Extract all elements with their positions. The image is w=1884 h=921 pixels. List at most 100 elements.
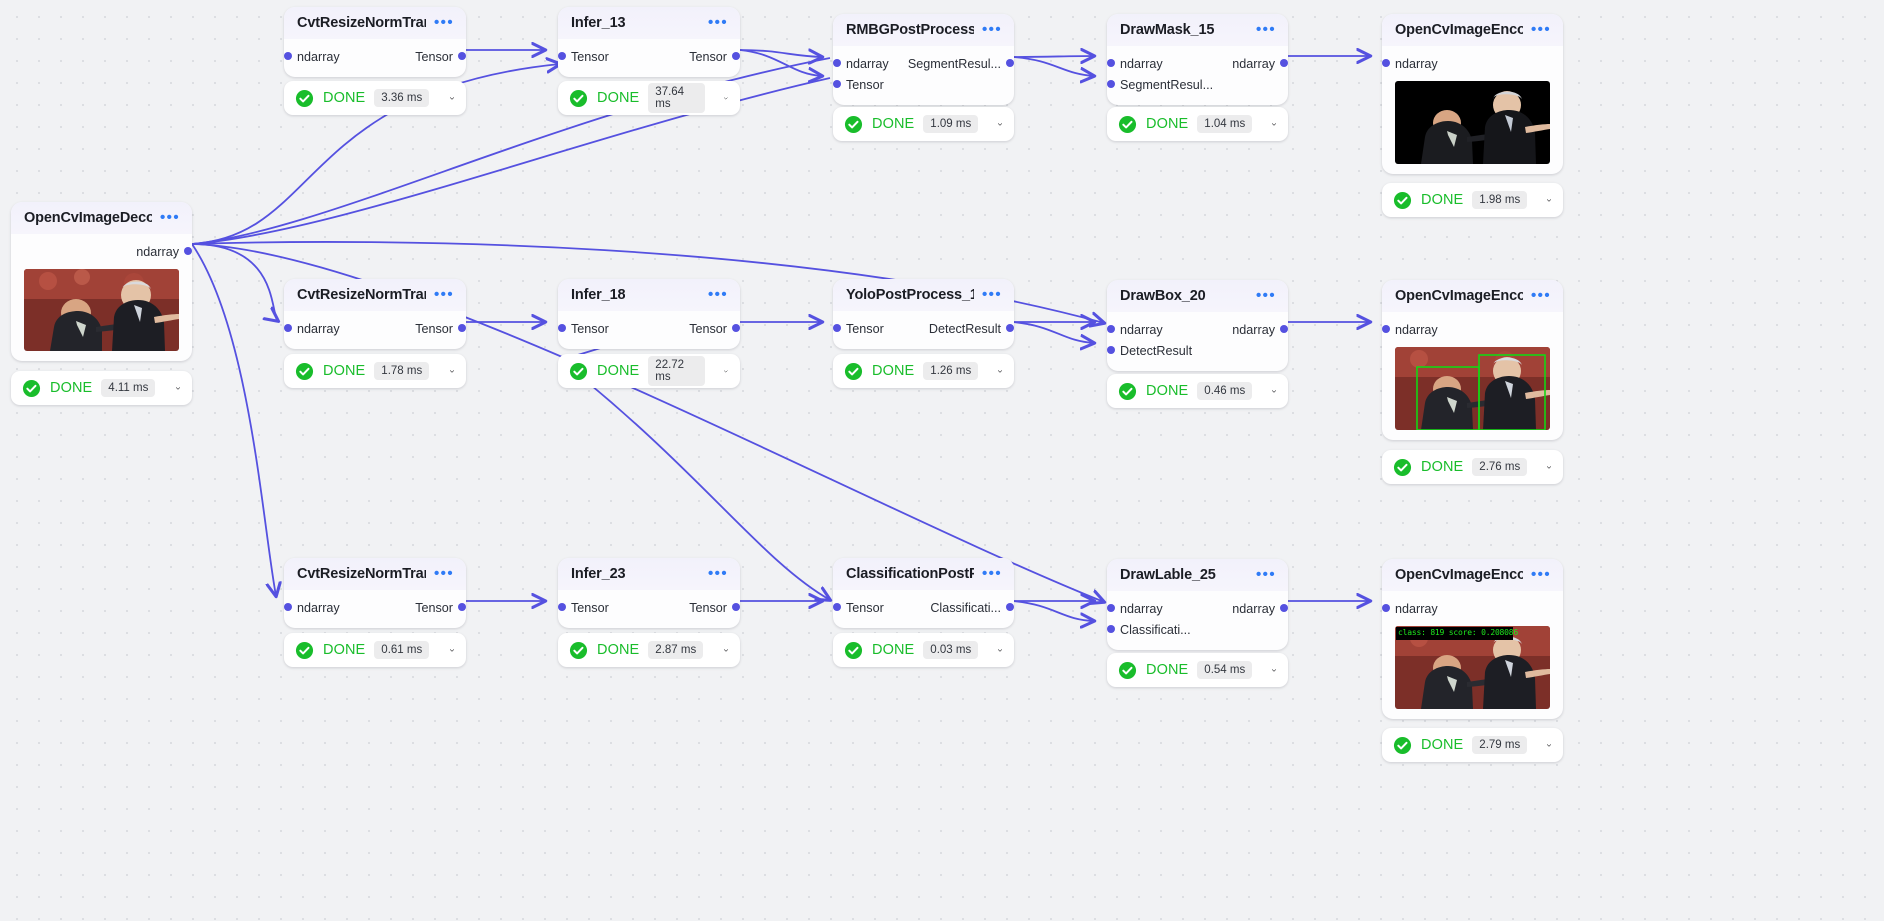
input-pin[interactable] (284, 52, 292, 60)
input-pin[interactable] (1382, 59, 1390, 67)
node-opencvimageencoder-21[interactable]: OpenCvImageEncod... ••• ndarray (1382, 280, 1563, 440)
input-pin[interactable] (1107, 346, 1115, 354)
node-drawbox-20[interactable]: DrawBox_20 ••• ndarray ndarray DetectRes… (1107, 280, 1288, 371)
node-menu-icon[interactable]: ••• (1531, 566, 1551, 583)
node-cvtresizenormtrans-12[interactable]: CvtResizeNormTrans... ••• ndarray Tensor (284, 7, 466, 77)
status-bar-rmbg14[interactable]: DONE 1.09 ms (833, 107, 1014, 141)
node-header[interactable]: CvtResizeNormTrans... ••• (284, 7, 466, 39)
node-menu-icon[interactable]: ••• (1531, 21, 1551, 38)
node-menu-icon[interactable]: ••• (982, 21, 1002, 38)
node-header[interactable]: DrawBox_20 ••• (1107, 280, 1288, 312)
status-bar-infer23[interactable]: DONE 2.87 ms (558, 633, 740, 667)
node-drawmask-15[interactable]: DrawMask_15 ••• ndarray ndarray SegmentR… (1107, 14, 1288, 105)
input-pin[interactable] (833, 324, 841, 332)
status-bar-cvt17[interactable]: DONE 1.78 ms (284, 354, 466, 388)
node-header[interactable]: CvtResizeNormTrans... ••• (284, 558, 466, 590)
output-pin[interactable] (184, 247, 192, 255)
input-pin[interactable] (558, 324, 566, 332)
node-header[interactable]: Infer_18 ••• (558, 279, 740, 311)
node-header[interactable]: RMBGPostProcess_14 ••• (833, 14, 1014, 46)
chevron-down-icon[interactable] (1537, 196, 1551, 205)
node-header[interactable]: YoloPostProcess_19 ••• (833, 279, 1014, 311)
node-yolopostprocess-19[interactable]: YoloPostProcess_19 ••• Tensor DetectResu… (833, 279, 1014, 349)
status-bar-cvt12[interactable]: DONE 3.36 ms (284, 81, 466, 115)
status-bar-enc16[interactable]: DONE 1.98 ms (1382, 183, 1563, 217)
node-menu-icon[interactable]: ••• (708, 565, 728, 582)
node-menu-icon[interactable]: ••• (1531, 287, 1551, 304)
chevron-down-icon[interactable] (1262, 120, 1276, 129)
node-cvtresizenormtrans-17[interactable]: CvtResizeNormTrans... ••• ndarray Tensor (284, 279, 466, 349)
node-header[interactable]: Infer_13 ••• (558, 7, 740, 39)
chevron-down-icon[interactable] (1537, 463, 1551, 472)
node-menu-icon[interactable]: ••• (708, 286, 728, 303)
input-pin[interactable] (558, 603, 566, 611)
status-bar-infer18[interactable]: DONE 22.72 ms (558, 354, 740, 388)
chevron-down-icon[interactable] (988, 646, 1002, 655)
input-pin[interactable] (284, 324, 292, 332)
node-opencvimageencoder-16[interactable]: OpenCvImageEncod... ••• ndarray (1382, 14, 1563, 174)
node-menu-icon[interactable]: ••• (434, 286, 454, 303)
node-infer-23[interactable]: Infer_23 ••• Tensor Tensor (558, 558, 740, 628)
output-pin[interactable] (732, 324, 740, 332)
node-header[interactable]: Infer_23 ••• (558, 558, 740, 590)
node-opencvimageencoder-26[interactable]: OpenCvImageEncod... ••• ndarray (1382, 559, 1563, 719)
status-bar-enc26[interactable]: DONE 2.79 ms (1382, 728, 1563, 762)
node-classificationpostprocess-24[interactable]: ClassificationPostPro... ••• Tensor Clas… (833, 558, 1014, 628)
node-menu-icon[interactable]: ••• (982, 565, 1002, 582)
output-pin[interactable] (458, 603, 466, 611)
node-menu-icon[interactable]: ••• (1256, 21, 1276, 38)
chevron-down-icon[interactable] (714, 367, 728, 376)
node-menu-icon[interactable]: ••• (434, 565, 454, 582)
output-pin[interactable] (1280, 59, 1288, 67)
status-bar-label25[interactable]: DONE 0.54 ms (1107, 653, 1288, 687)
output-pin[interactable] (458, 52, 466, 60)
node-header[interactable]: ClassificationPostPro... ••• (833, 558, 1014, 590)
status-bar-cvt22[interactable]: DONE 0.61 ms (284, 633, 466, 667)
node-menu-icon[interactable]: ••• (1256, 287, 1276, 304)
chevron-down-icon[interactable] (988, 120, 1002, 129)
node-infer-13[interactable]: Infer_13 ••• Tensor Tensor (558, 7, 740, 77)
input-pin[interactable] (1107, 80, 1115, 88)
output-pin[interactable] (1006, 324, 1014, 332)
node-menu-icon[interactable]: ••• (434, 14, 454, 31)
node-infer-18[interactable]: Infer_18 ••• Tensor Tensor (558, 279, 740, 349)
chevron-down-icon[interactable] (440, 94, 454, 103)
chevron-down-icon[interactable] (166, 384, 180, 393)
output-pin[interactable] (732, 52, 740, 60)
node-menu-icon[interactable]: ••• (982, 286, 1002, 303)
output-pin[interactable] (1280, 604, 1288, 612)
node-opencvimagedecoder[interactable]: OpenCvImageDecod... ••• ndarray (11, 202, 192, 361)
chevron-down-icon[interactable] (714, 94, 728, 103)
input-pin[interactable] (1107, 604, 1115, 612)
status-bar-infer13[interactable]: DONE 37.64 ms (558, 81, 740, 115)
node-drawlable-25[interactable]: DrawLable_25 ••• ndarray ndarray Classif… (1107, 559, 1288, 650)
input-pin[interactable] (833, 59, 841, 67)
node-menu-icon[interactable]: ••• (708, 14, 728, 31)
chevron-down-icon[interactable] (988, 367, 1002, 376)
input-pin[interactable] (1107, 625, 1115, 633)
output-pin[interactable] (732, 603, 740, 611)
node-menu-icon[interactable]: ••• (160, 209, 180, 226)
chevron-down-icon[interactable] (1537, 741, 1551, 750)
node-header[interactable]: CvtResizeNormTrans... ••• (284, 279, 466, 311)
status-bar-enc21[interactable]: DONE 2.76 ms (1382, 450, 1563, 484)
chevron-down-icon[interactable] (440, 367, 454, 376)
node-menu-icon[interactable]: ••• (1256, 566, 1276, 583)
status-bar-box20[interactable]: DONE 0.46 ms (1107, 374, 1288, 408)
status-bar-mask15[interactable]: DONE 1.04 ms (1107, 107, 1288, 141)
chevron-down-icon[interactable] (1262, 387, 1276, 396)
chevron-down-icon[interactable] (440, 646, 454, 655)
node-header[interactable]: OpenCvImageDecod... ••• (11, 202, 192, 234)
status-bar-decode[interactable]: DONE 4.11 ms (11, 371, 192, 405)
output-pin[interactable] (1006, 603, 1014, 611)
status-bar-cls24[interactable]: DONE 0.03 ms (833, 633, 1014, 667)
node-header[interactable]: DrawMask_15 ••• (1107, 14, 1288, 46)
input-pin[interactable] (1382, 604, 1390, 612)
input-pin[interactable] (558, 52, 566, 60)
chevron-down-icon[interactable] (714, 646, 728, 655)
input-pin[interactable] (833, 80, 841, 88)
node-header[interactable]: DrawLable_25 ••• (1107, 559, 1288, 591)
chevron-down-icon[interactable] (1262, 666, 1276, 675)
input-pin[interactable] (1107, 325, 1115, 333)
